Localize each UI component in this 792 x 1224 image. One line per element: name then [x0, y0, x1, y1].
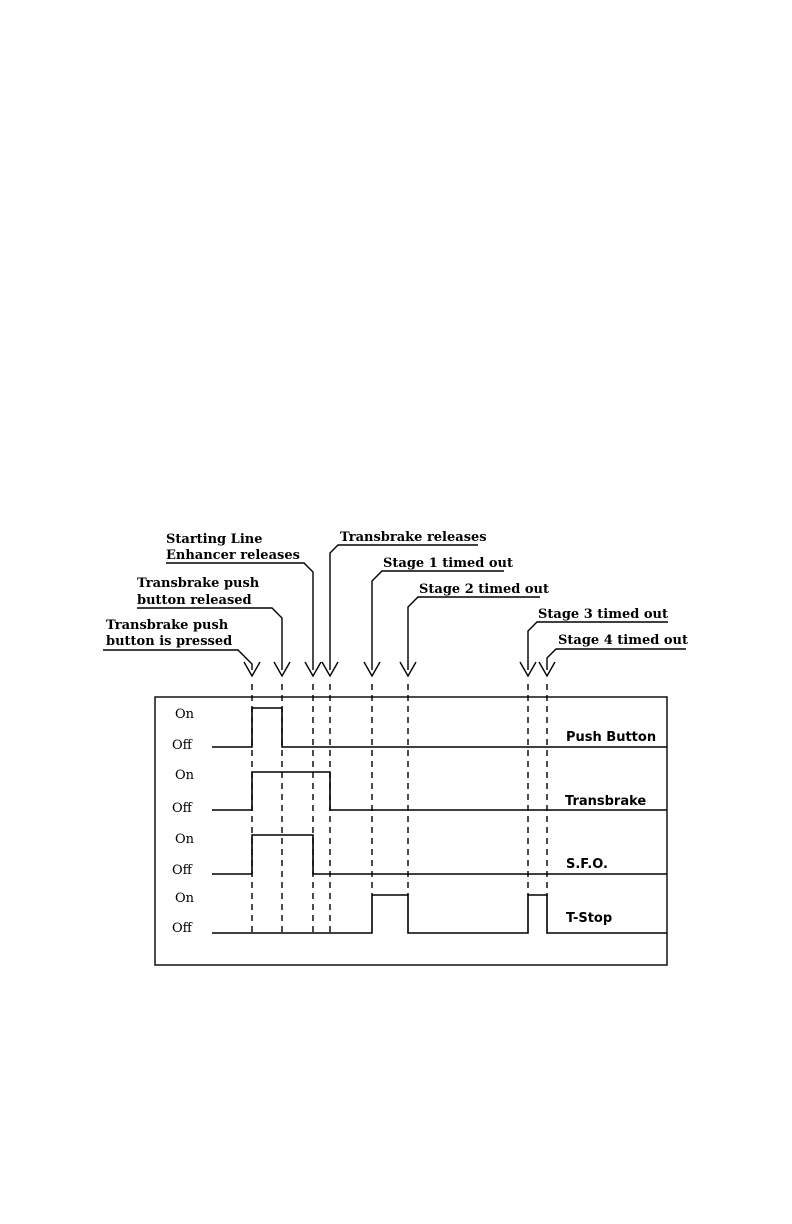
on-label: On	[175, 707, 195, 722]
on-label: On	[175, 768, 195, 783]
callout-text-line1: Transbrake releases	[340, 530, 487, 545]
off-label: Off	[172, 801, 194, 816]
on-label: On	[175, 891, 195, 906]
callout-text-line2: button released	[137, 593, 252, 608]
callout-text-line1: Stage 1 timed out	[383, 556, 513, 571]
callout-stage4: Stage 4 timed out	[539, 633, 688, 676]
callout-text-line2: button is pressed	[106, 634, 232, 649]
callout-stage1: Stage 1 timed out	[364, 556, 513, 676]
callout-text-line1: Transbrake push	[137, 576, 260, 591]
callout-transbrake-button-pressed: Transbrake push button is pressed	[103, 618, 260, 676]
signal-name: S.F.O.	[566, 857, 608, 872]
callout-text-line2: Enhancer releases	[166, 548, 300, 563]
signal-transbrake: On Off Transbrake	[172, 768, 667, 816]
callout-text-line1: Stage 4 timed out	[558, 633, 688, 648]
signal-push-button: On Off Push Button	[172, 707, 667, 753]
callout-text-line1: Starting Line	[166, 532, 262, 547]
off-label: Off	[172, 863, 194, 878]
signal-t-stop: On Off T-Stop	[172, 891, 667, 936]
signal-name: T-Stop	[566, 911, 612, 926]
callout-transbrake-releases: Transbrake releases	[322, 530, 487, 676]
signal-name: Transbrake	[565, 794, 646, 809]
callout-leader-line	[103, 650, 252, 670]
callout-stage2: Stage 2 timed out	[400, 582, 549, 676]
callout-text-line1: Stage 3 timed out	[538, 607, 668, 622]
signal-name: Push Button	[566, 730, 656, 745]
on-label: On	[175, 832, 195, 847]
callout-leader-line	[547, 649, 686, 670]
callout-leader-line	[408, 597, 540, 670]
callout-text-line1: Stage 2 timed out	[419, 582, 549, 597]
signal-sfo: On Off S.F.O.	[172, 832, 667, 878]
off-label: Off	[172, 921, 194, 936]
off-label: Off	[172, 738, 194, 753]
callout-text-line1: Transbrake push	[106, 618, 229, 633]
